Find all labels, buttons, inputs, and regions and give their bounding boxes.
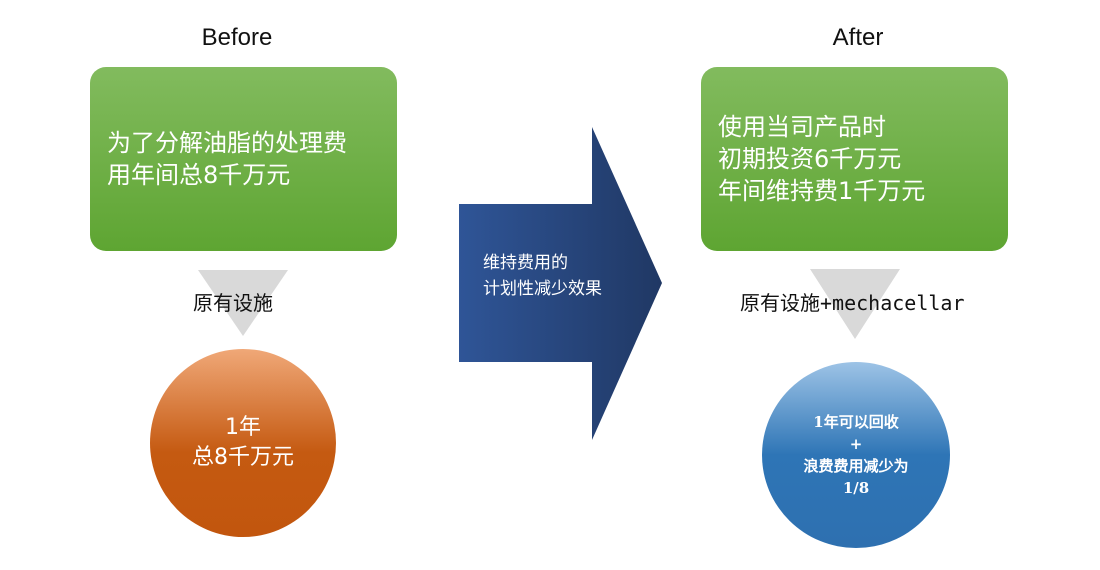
before-down-triangle (198, 270, 288, 336)
before-box-line: 用年间总8千万元 (107, 161, 291, 189)
before-circle-line: 1年 (225, 415, 261, 440)
after-circle: 1年可以回收 + 浪费费用减少为 1/8 (762, 362, 950, 548)
after-box-line: 使用当司产品时 (718, 113, 886, 141)
arrow-text-line: 计划性减少效果 (483, 279, 602, 299)
arrow-text-line: 维持费用的 (483, 253, 568, 273)
before-circle: 1年 总8千万元 (150, 349, 336, 537)
after-circle-line: 1年可以回收 (813, 413, 899, 431)
after-label: 原有设施+mechacellar (740, 291, 965, 315)
after-circle-line: + (849, 435, 863, 453)
after-down-triangle (810, 269, 900, 339)
before-label: 原有设施 (193, 291, 273, 315)
after-box: 使用当司产品时 初期投资6千万元 年间维持费1千万元 (701, 67, 1008, 251)
after-box-line: 年间维持费1千万元 (718, 177, 926, 205)
after-box-line: 初期投资6千万元 (718, 145, 902, 173)
after-title: After (832, 24, 884, 51)
after-circle-line: 1/8 (842, 479, 870, 497)
before-circle-line: 总8千万元 (192, 445, 294, 470)
before-box: 为了分解油脂的处理费 用年间总8千万元 (90, 67, 397, 251)
before-box-line: 为了分解油脂的处理费 (107, 129, 347, 157)
after-circle-line: 浪费费用减少为 (803, 457, 909, 475)
before-title: Before (201, 24, 273, 51)
right-arrow (459, 127, 662, 440)
